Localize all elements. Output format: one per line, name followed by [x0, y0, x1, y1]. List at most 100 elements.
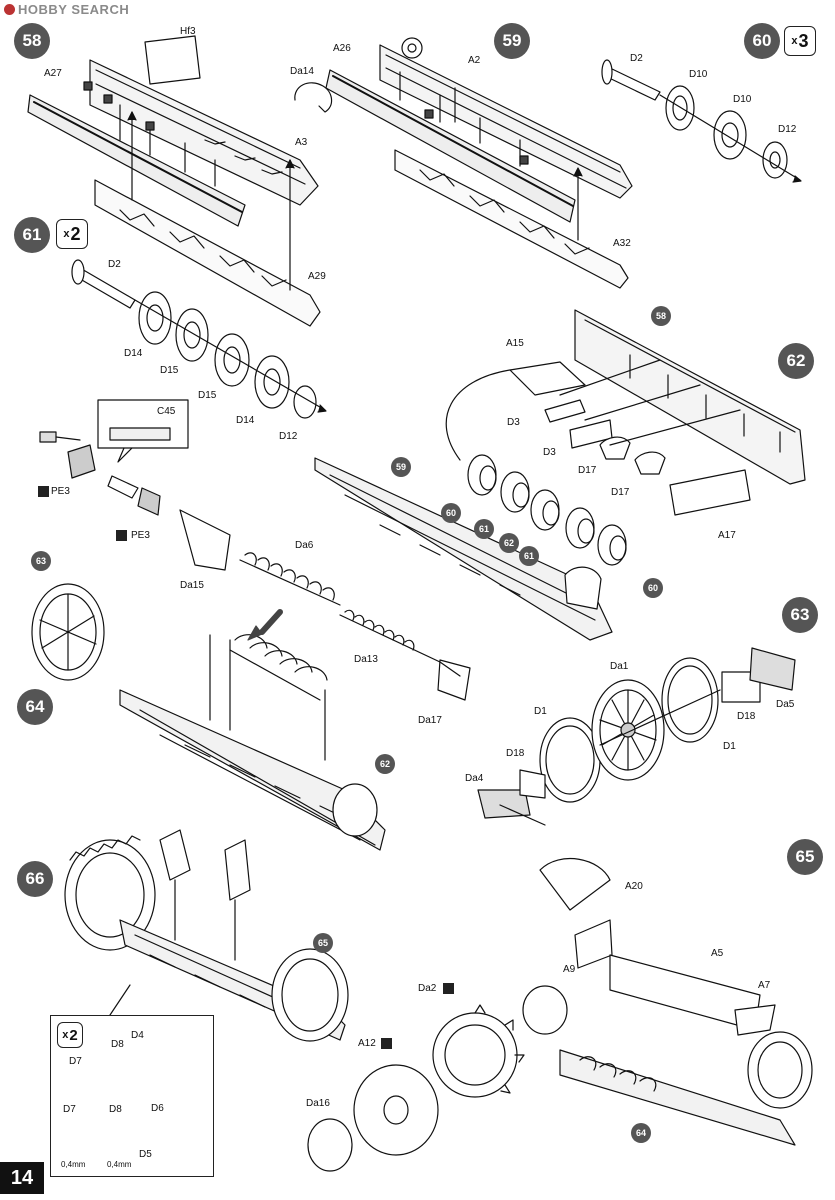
label-d18-a: D18 — [737, 711, 756, 722]
spring-subassembly-drawing — [39, 399, 471, 701]
label-d1-b: D1 — [723, 741, 736, 752]
label-d4: D4 — [131, 1030, 144, 1041]
label-d3-a: D3 — [507, 417, 520, 428]
spring-da13 — [339, 609, 441, 663]
step-59-badge: 59 — [494, 23, 530, 59]
label-a2: A2 — [468, 55, 481, 66]
step61-drawing — [71, 259, 327, 419]
step62-drawing — [314, 309, 806, 641]
step60-drawing — [601, 59, 802, 183]
watermark: HOBBY SEARCH — [4, 2, 129, 17]
label-da6: Da6 — [295, 540, 314, 551]
label-a26: A26 — [333, 43, 351, 54]
glue-marker-icon — [116, 530, 127, 541]
label-a27: A27 — [44, 68, 62, 79]
label-hf3: Hf3 — [180, 26, 196, 37]
label-a17: A17 — [718, 530, 736, 541]
label-d6: D6 — [151, 1103, 164, 1114]
label-a29: A29 — [308, 271, 326, 282]
ref-step-58: 58 — [651, 306, 671, 326]
label-a3: A3 — [295, 137, 308, 148]
spring-da6 — [239, 552, 341, 606]
label-da14: Da14 — [290, 66, 314, 77]
label-a5: A5 — [711, 948, 724, 959]
ref-step-60-b: 60 — [643, 578, 663, 598]
step-58-badge: 58 — [14, 23, 50, 59]
ref-step-61-b: 61 — [519, 546, 539, 566]
label-d18-b: D18 — [506, 748, 525, 759]
step65-drawing — [307, 857, 813, 1172]
label-d15-b: D15 — [198, 390, 217, 401]
label-pe3-b: PE3 — [131, 530, 150, 541]
step59-drawing — [294, 37, 633, 289]
label-da17: Da17 — [418, 715, 442, 726]
label-d12-step61: D12 — [279, 431, 298, 442]
step-65-badge: 65 — [787, 839, 823, 875]
label-d15-a: D15 — [160, 365, 179, 376]
label-da13: Da13 — [354, 654, 378, 665]
label-da5: Da5 — [776, 699, 795, 710]
label-da2: Da2 — [418, 983, 437, 994]
glue-marker-icon — [38, 486, 49, 497]
label-c45: C45 — [157, 406, 176, 417]
step-64-badge: 64 — [17, 689, 53, 725]
step64-drawing — [31, 583, 386, 851]
label-a15: A15 — [506, 338, 524, 349]
watermark-text: HOBBY SEARCH — [18, 2, 130, 17]
label-d3-b: D3 — [543, 447, 556, 458]
label-d10-b: D10 — [733, 94, 752, 105]
ref-step-63: 63 — [31, 551, 51, 571]
label-d2-step61: D2 — [108, 259, 121, 270]
note-thickness-1: 0,4mm — [61, 1160, 86, 1169]
label-d8-b: D8 — [109, 1104, 122, 1115]
label-a32: A32 — [613, 238, 631, 249]
ref-step-65: 65 — [313, 933, 333, 953]
label-d7-a: D7 — [69, 1056, 82, 1067]
step-62-badge: 62 — [778, 343, 814, 379]
ref-step-60-a: 60 — [441, 503, 461, 523]
step-63-badge: 63 — [782, 597, 818, 633]
label-pe3-a: PE3 — [51, 486, 70, 497]
label-d8-a: D8 — [111, 1039, 124, 1050]
label-da15: Da15 — [180, 580, 204, 591]
label-d10-a: D10 — [689, 69, 708, 80]
label-a12: A12 — [358, 1038, 376, 1049]
step63-drawing — [477, 647, 796, 826]
label-d7-b: D7 — [63, 1104, 76, 1115]
glue-marker-icon — [381, 1038, 392, 1049]
label-d17-b: D17 — [611, 487, 630, 498]
step-61-badge: 61 — [14, 217, 50, 253]
label-da1: Da1 — [610, 661, 629, 672]
step66-drawing — [64, 829, 349, 1042]
step58-drawing — [27, 35, 321, 327]
ref-step-62-a: 62 — [499, 533, 519, 553]
label-d1-a: D1 — [534, 706, 547, 717]
ref-step-59: 59 — [391, 457, 411, 477]
ref-step-62-b: 62 — [375, 754, 395, 774]
step-60-badge: 60 — [744, 23, 780, 59]
ref-step-61-a: 61 — [474, 519, 494, 539]
label-a20: A20 — [625, 881, 643, 892]
label-d14-b: D14 — [236, 415, 255, 426]
label-da4: Da4 — [465, 773, 484, 784]
label-d14-a: D14 — [124, 348, 143, 359]
label-d17-a: D17 — [578, 465, 597, 476]
note-thickness-2: 0,4mm — [107, 1160, 132, 1169]
label-d5: D5 — [139, 1149, 152, 1160]
label-a7: A7 — [758, 980, 771, 991]
step-66-badge: 66 — [17, 861, 53, 897]
glue-marker-icon — [443, 983, 454, 994]
label-a9: A9 — [563, 964, 576, 975]
label-d2-step60: D2 — [630, 53, 643, 64]
label-da16: Da16 — [306, 1098, 330, 1109]
ref-step-64: 64 — [631, 1123, 651, 1143]
page-number: 14 — [0, 1162, 44, 1194]
watermark-logo-icon — [4, 4, 15, 15]
label-d12-step60: D12 — [778, 124, 797, 135]
